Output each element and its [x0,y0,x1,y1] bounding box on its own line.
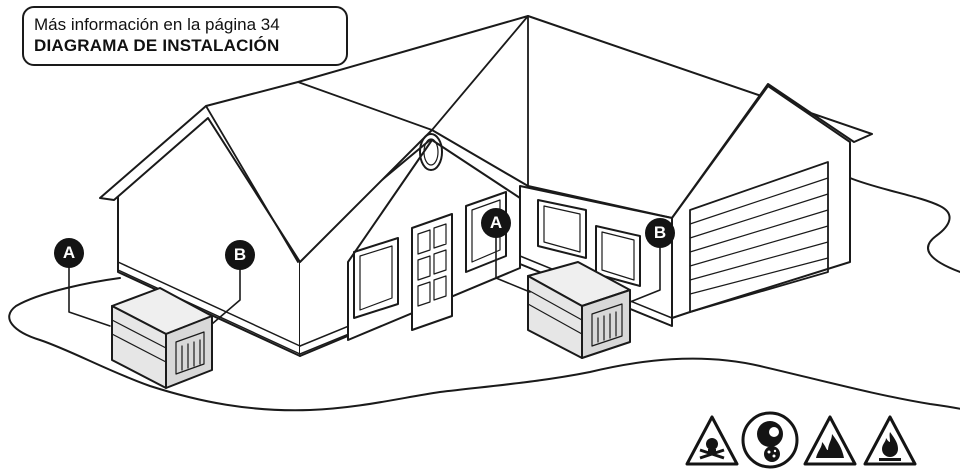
page-reference-callout: Más información en la página 34 DIAGRAMA… [22,6,348,66]
marker-left-a: A [54,238,84,268]
toxic-fumes-icon [684,414,740,468]
marker-left-b: B [225,240,255,270]
leader-line-left-a [69,268,110,326]
page-reference-text: Más información en la página 34 [34,14,336,35]
marker-right-a: A [481,208,511,238]
flammable-icon [862,414,918,468]
asphyxiation-icon [740,410,800,470]
fire-hazard-icon [802,414,858,468]
marker-right-b: B [645,218,675,248]
ground-outline-right [850,178,960,272]
diagram-title: DIAGRAMA DE INSTALACIÓN [34,35,336,57]
